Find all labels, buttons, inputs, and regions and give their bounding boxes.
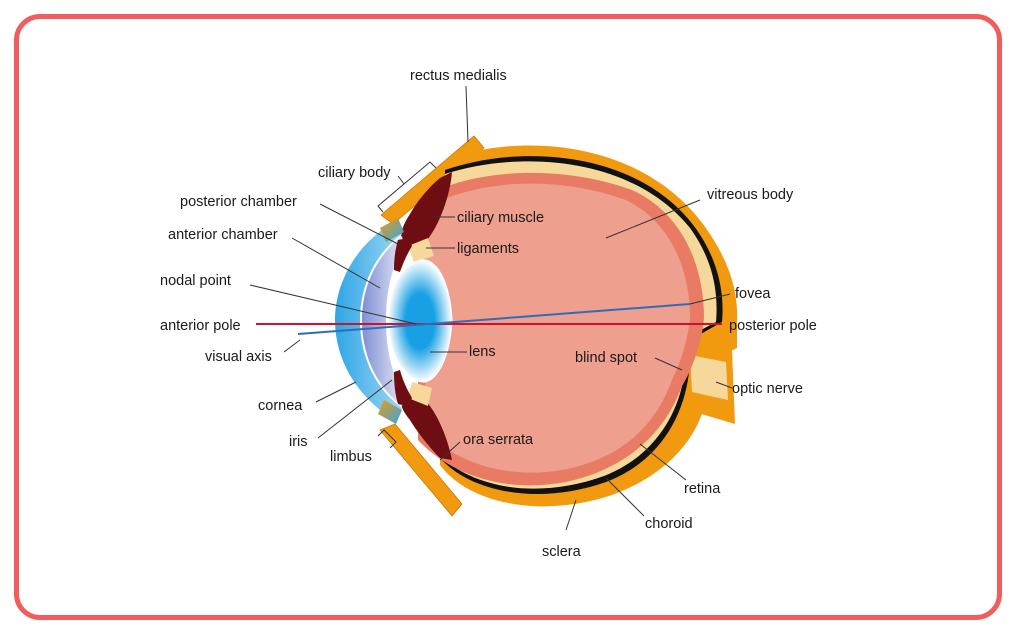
rectus-medialis-muscle-lower bbox=[379, 423, 463, 517]
label-anterior-pole: anterior pole bbox=[160, 318, 241, 334]
label-anterior-chamber: anterior chamber bbox=[168, 227, 278, 243]
label-optic-nerve: optic nerve bbox=[732, 381, 803, 397]
limbus-upper bbox=[380, 218, 404, 242]
label-fovea: fovea bbox=[735, 286, 771, 302]
label-cornea: cornea bbox=[258, 398, 303, 414]
label-rectus-medialis: rectus medialis bbox=[410, 68, 507, 84]
label-sclera: sclera bbox=[542, 544, 582, 560]
label-limbus: limbus bbox=[330, 449, 372, 465]
label-ligaments: ligaments bbox=[457, 241, 519, 257]
label-ora-serrata: ora serrata bbox=[463, 432, 534, 448]
anterior-chamber bbox=[362, 236, 404, 406]
ciliary-muscle-lower bbox=[401, 394, 452, 460]
iris-lower bbox=[394, 370, 412, 405]
iris-upper bbox=[394, 239, 412, 272]
label-vitreous-body: vitreous body bbox=[707, 187, 794, 203]
label-visual-axis: visual axis bbox=[205, 349, 272, 365]
label-choroid: choroid bbox=[645, 516, 693, 532]
label-ciliary-body: ciliary body bbox=[318, 165, 391, 181]
lens bbox=[387, 259, 453, 383]
label-blind-spot: blind spot bbox=[575, 350, 637, 366]
ciliary-muscle-upper bbox=[401, 172, 452, 248]
label-ciliary-muscle: ciliary muscle bbox=[457, 210, 544, 226]
limbus-bracket bbox=[377, 429, 397, 449]
leader-lines bbox=[249, 85, 733, 531]
visual-axis-line bbox=[297, 303, 691, 335]
ligaments-upper bbox=[408, 238, 434, 262]
ligaments-lower bbox=[408, 382, 432, 406]
label-posterior-chamber: posterior chamber bbox=[180, 194, 297, 210]
label-lens: lens bbox=[469, 344, 496, 360]
label-posterior-pole: posterior pole bbox=[729, 318, 817, 334]
label-retina: retina bbox=[684, 481, 721, 497]
label-iris: iris bbox=[289, 434, 308, 450]
label-nodal-point: nodal point bbox=[160, 273, 231, 289]
limbus-lower bbox=[378, 400, 402, 424]
